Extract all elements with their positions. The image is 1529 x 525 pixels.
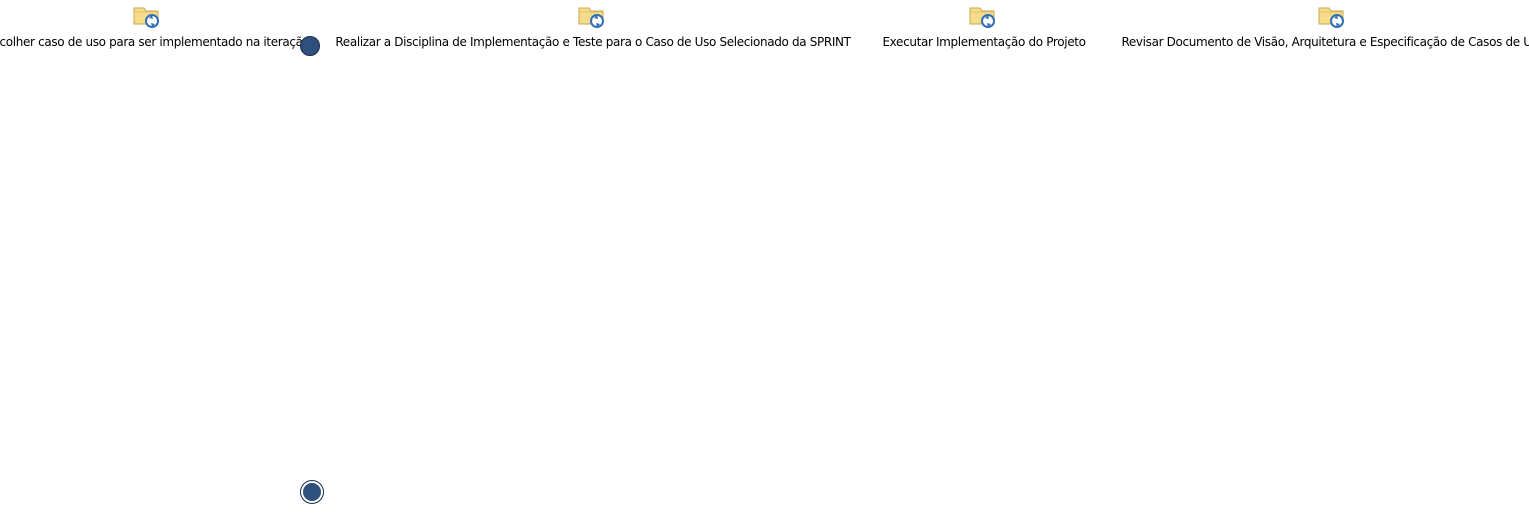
activity-folder-icon — [969, 7, 995, 28]
activity-escolher-caso-de-uso[interactable]: Escolher caso de uso para ser implementa… — [0, 4, 310, 49]
activity-label: Escolher caso de uso para ser implementa… — [0, 35, 310, 49]
activity-label: Executar Implementação do Projeto — [882, 35, 1086, 49]
activity-label: Revisar Documento de Visão, Arquitetura … — [1121, 35, 1529, 49]
activity-folder-icon — [133, 7, 159, 28]
activity-folder-icon — [578, 7, 604, 28]
activity-revisar-documento[interactable]: Revisar Documento de Visão, Arquitetura … — [1121, 4, 1529, 49]
final-node-inner — [303, 483, 321, 501]
activity-folder-icon — [1318, 7, 1344, 28]
initial-node[interactable] — [300, 36, 320, 56]
activity-realizar-disciplina[interactable]: Realizar a Disciplina de Implementação e… — [335, 4, 851, 49]
activity-executar-implementacao[interactable]: Executar Implementação do Projeto — [882, 4, 1086, 49]
final-node[interactable] — [300, 480, 324, 504]
activity-label: Realizar a Disciplina de Implementação e… — [335, 35, 851, 49]
